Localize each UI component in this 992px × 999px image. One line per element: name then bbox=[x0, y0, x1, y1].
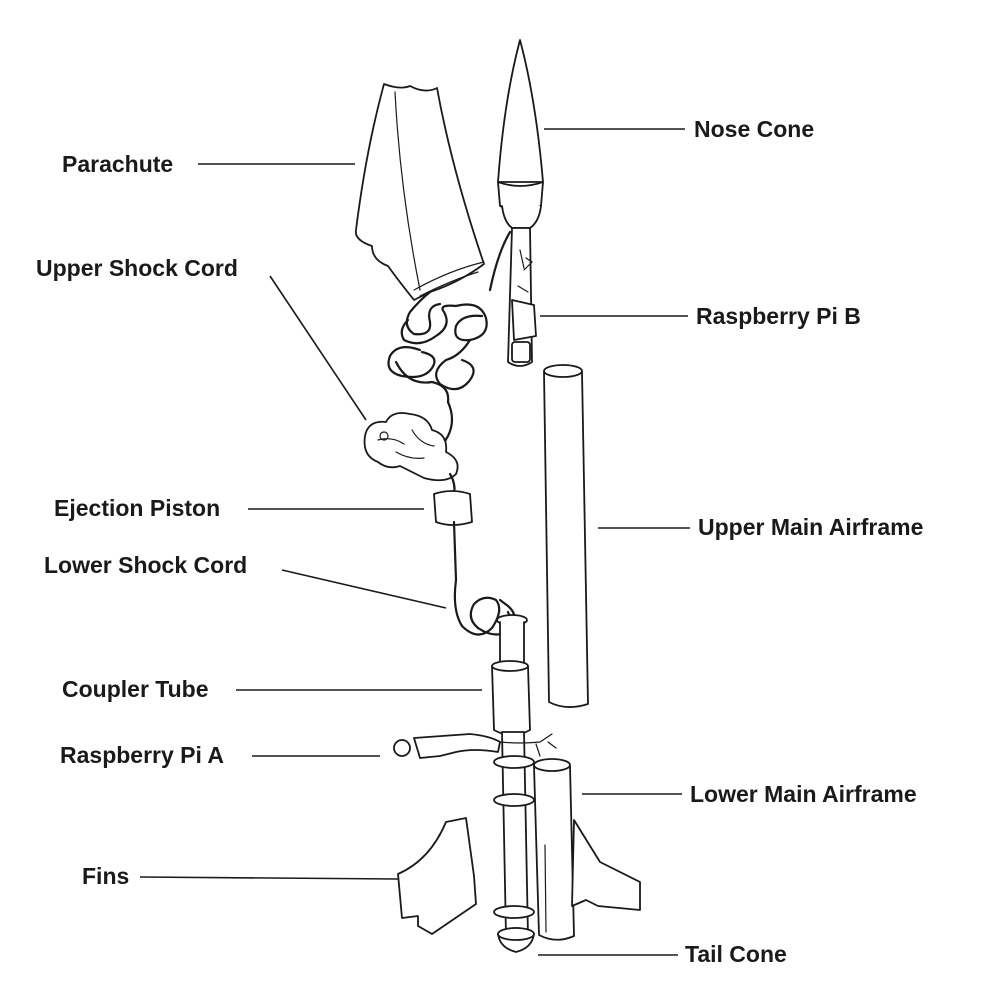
fins-part bbox=[397, 817, 641, 935]
upper-main-airframe-label: Upper Main Airframe bbox=[698, 514, 923, 540]
raspberry-pi-a-part bbox=[393, 733, 557, 759]
lower-shock-cord-label: Lower Shock Cord bbox=[44, 552, 247, 578]
nose-cone-part bbox=[497, 39, 544, 229]
parachute-label: Parachute bbox=[62, 151, 173, 177]
upper-main-airframe-part bbox=[543, 364, 589, 708]
ejection-piston-label: Ejection Piston bbox=[54, 495, 220, 521]
fins-label: Fins bbox=[82, 863, 129, 889]
upper-shock-cord-label: Upper Shock Cord bbox=[36, 255, 238, 281]
upper-shock-cord-leader bbox=[269, 275, 367, 421]
lower-main-airframe-part bbox=[533, 758, 575, 941]
tail-cone-part bbox=[497, 927, 535, 953]
coupler-tube-label: Coupler Tube bbox=[62, 676, 209, 702]
tail-cone-label: Tail Cone bbox=[685, 941, 787, 967]
coupler-tube-part bbox=[491, 614, 531, 736]
raspberry-pi-b-label: Raspberry Pi B bbox=[696, 303, 861, 329]
upper-shock-cord-part bbox=[363, 230, 512, 496]
fins-leader bbox=[139, 876, 399, 880]
raspberry-pi-a-label: Raspberry Pi A bbox=[60, 742, 224, 768]
lower-shock-cord-leader bbox=[281, 569, 447, 609]
ejection-piston-part bbox=[433, 490, 473, 526]
motor-tube-part bbox=[493, 731, 535, 940]
lower-main-airframe-label: Lower Main Airframe bbox=[690, 781, 917, 807]
raspberry-pi-b-part bbox=[507, 227, 537, 367]
nose-cone-label: Nose Cone bbox=[694, 116, 814, 142]
parachute-part bbox=[354, 83, 485, 301]
